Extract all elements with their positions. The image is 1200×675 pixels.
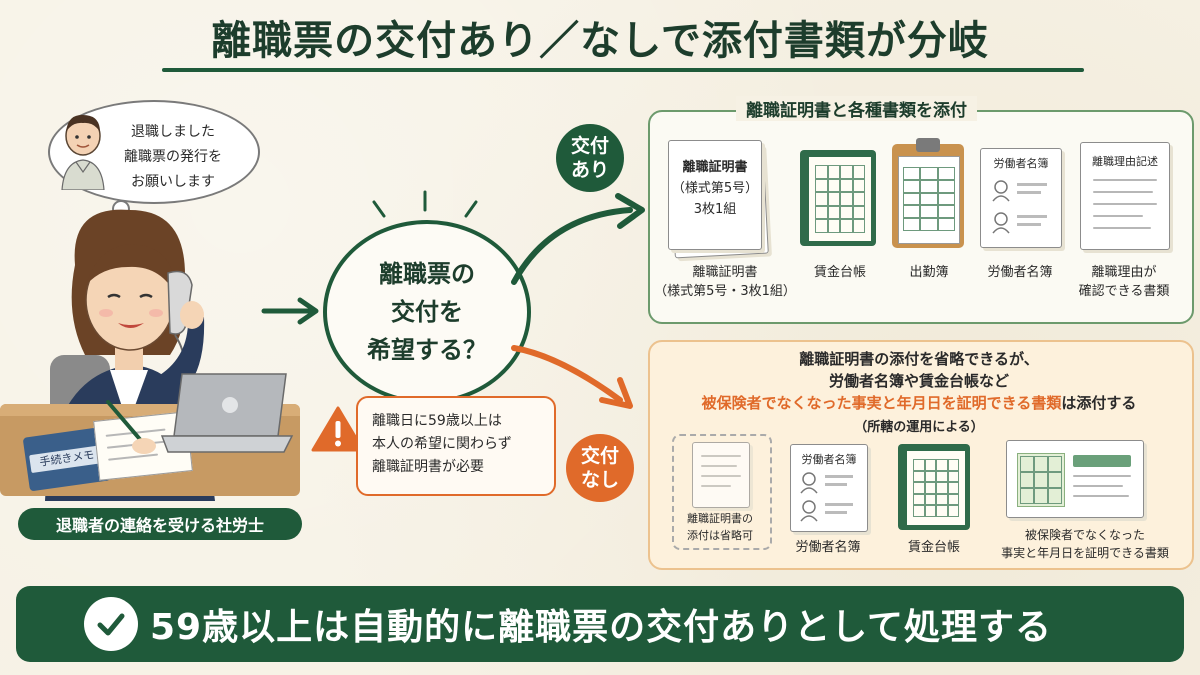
doc-label-attendance: 出勤簿 — [909, 265, 949, 280]
badge-not-issued: 交付 なし — [566, 434, 634, 502]
worker-roster-icon-2: 労働者名簿 — [790, 444, 868, 532]
omitted-certificate-frame — [672, 434, 772, 550]
doc-label-proof-document: 被保険者でなくなった 事実と年月日を証明できる書類 — [1001, 528, 1169, 560]
page-title: 離職票の交付あり／なしで添付書類が分岐 — [211, 18, 989, 64]
badge-line: 交付 — [580, 445, 619, 467]
check-icon — [97, 613, 125, 636]
doc-label-roster: 労働者名簿 — [987, 265, 1053, 280]
doc-label-certificate: 離職証明書 （様式第5号・3枚1組） — [654, 265, 796, 299]
warning-line: 離職日に59歳以上は — [372, 413, 502, 429]
emphasis-marks — [372, 190, 478, 218]
certificate-doc-line: （様式第5号） — [671, 181, 759, 196]
certificate-doc: 離職証明書 （様式第5号） 3枚1組 — [668, 140, 762, 250]
check-circle-icon — [84, 597, 138, 651]
doc-label-wage-ledger-2: 賃金台帳 — [907, 540, 960, 555]
pen-icon — [106, 400, 156, 454]
badge-line: なし — [580, 469, 619, 491]
wage-ledger-icon — [800, 150, 876, 246]
person-icon — [992, 180, 1047, 234]
decision-line: 交付を — [391, 298, 463, 326]
conclusion-text: 59歳以上は自動的に離職票の交付ありとして処理する — [150, 607, 1053, 648]
attendance-book-icon — [892, 138, 964, 248]
certificate-doc-text: 離職証明書 （様式第5号） 3枚1組 — [669, 157, 761, 220]
warning-line: 本人の希望に関わらず — [372, 436, 512, 452]
not-issued-note: （所轄の運用による） — [854, 420, 984, 435]
wage-ledger-icon-2 — [898, 444, 970, 530]
arrow-yes-branch — [511, 193, 645, 285]
doc-label-roster-2: 労働者名簿 — [795, 540, 861, 555]
conclusion-bar — [16, 586, 1184, 662]
not-issued-highlight: 被保険者でなくなった事実と年月日を証明できる書類 — [701, 394, 1062, 412]
decision-node: 離職票の 交付を 希望する？ — [323, 220, 531, 404]
bubble-line: 退職しました — [131, 124, 215, 140]
reason-document-icon: 離職理由記述 — [1080, 142, 1170, 250]
badge-issued: 交付 あり — [556, 124, 624, 192]
retiree-avatar-icon — [61, 114, 105, 190]
certificate-doc-line: 離職証明書 — [682, 160, 748, 175]
not-issued-line-1: 離職証明書の添付を省略できるが、 — [799, 350, 1039, 368]
not-issued-highlight-line: 被保険者でなくなった事実と年月日を証明できる書類は添付する — [648, 392, 1190, 413]
warning-line: 離職証明書が必要 — [372, 459, 484, 475]
bubble-line: 離職票の発行を — [124, 149, 222, 165]
doc-label-reason: 離職理由が 確認できる書類 — [1078, 265, 1170, 299]
reason-doc-header: 離職理由記述 — [1092, 155, 1158, 168]
memo-book-label: 手続きメモ — [29, 444, 105, 474]
not-issued-line-2: 労働者名簿や賃金台帳など — [828, 372, 1009, 390]
warning-box — [356, 396, 556, 496]
title-underline — [162, 68, 1084, 72]
person-icon — [800, 472, 853, 522]
bubble-line: お願いします — [131, 174, 215, 190]
proof-document-icon — [1006, 440, 1144, 518]
worker-roster-icon: 労働者名簿 — [980, 148, 1062, 248]
arrow-to-decision — [261, 297, 319, 325]
panel-issued-title: 離職証明書と各種書類を添付 — [736, 96, 977, 121]
not-issued-highlight-suffix: は添付する — [1061, 394, 1137, 412]
decision-line: 希望する？ — [367, 336, 487, 364]
decision-line: 離職票の — [379, 260, 475, 288]
doc-label-omitted-certificate: 離職証明書の 添付は省略可 — [687, 512, 753, 542]
roster-header-2: 労働者名簿 — [801, 453, 857, 466]
warning-icon — [311, 406, 365, 452]
certificate-doc-line: 3枚1組 — [693, 202, 737, 217]
warning-text: 離職日に59歳以上は 本人の希望に関わらず 離職証明書が必要 — [372, 410, 552, 479]
badge-line: あり — [570, 159, 609, 181]
actor-caption: 退職者の連絡を受ける社労士 — [18, 508, 302, 540]
badge-line: 交付 — [570, 135, 609, 157]
arrow-no-branch — [511, 345, 633, 409]
doc-label-wage-ledger: 賃金台帳 — [813, 265, 866, 280]
omitted-certificate-icon — [692, 442, 750, 508]
laptop-icon — [160, 373, 294, 453]
roster-header: 労働者名簿 — [993, 157, 1049, 170]
proof-table — [1017, 453, 1065, 507]
speech-bubble-text: 退職しました 離職票の発行を お願いします — [98, 120, 248, 195]
